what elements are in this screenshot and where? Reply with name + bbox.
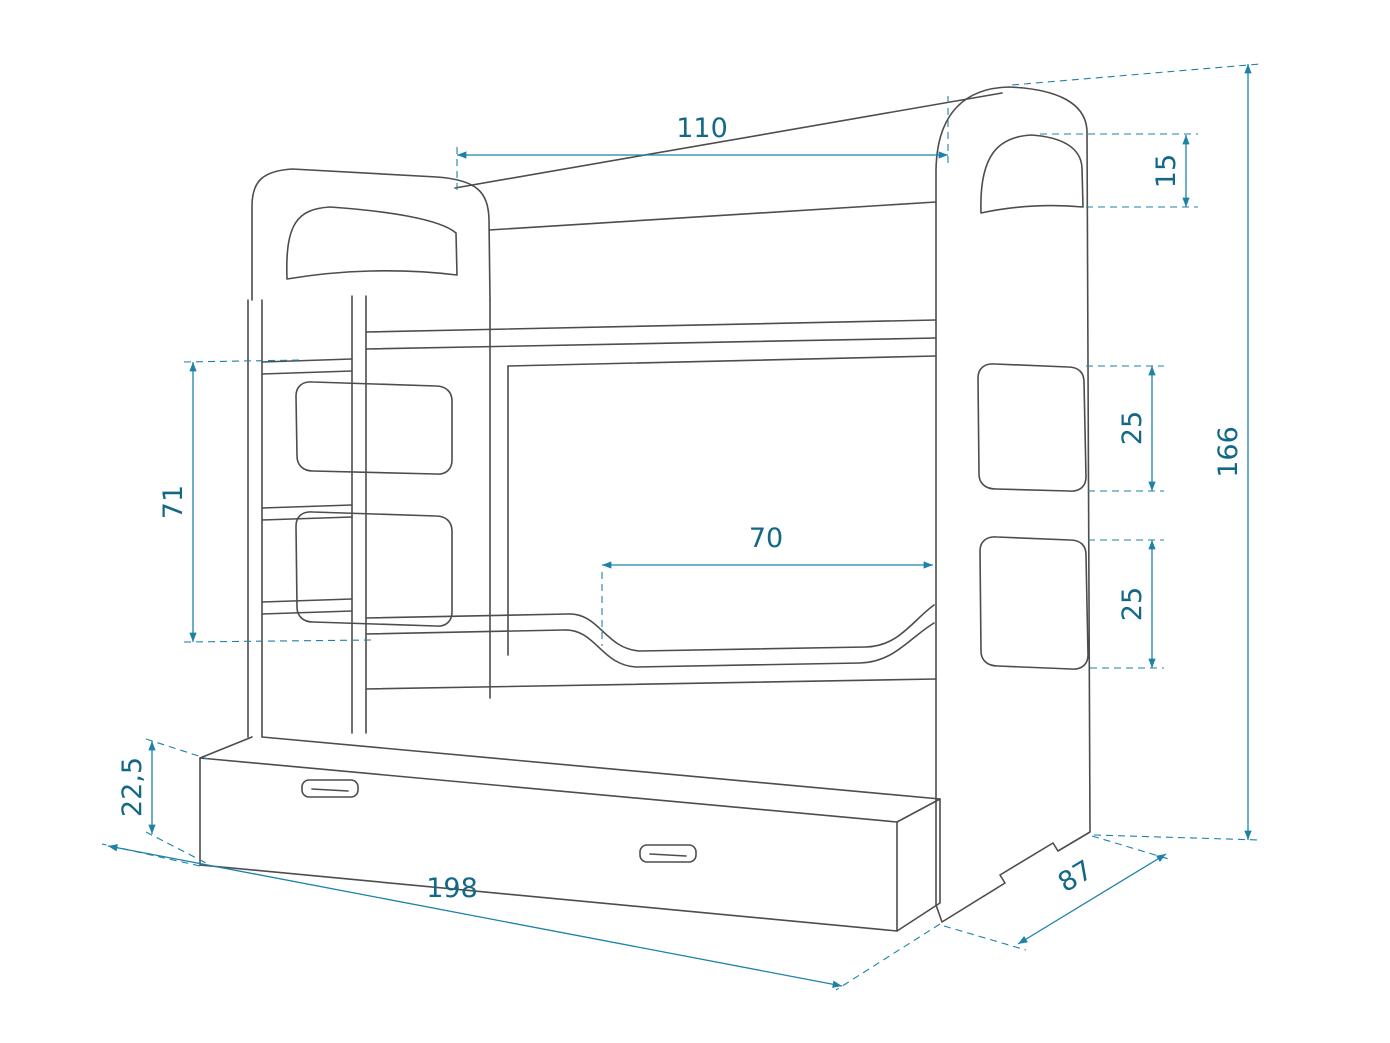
lower-base-line xyxy=(365,678,937,690)
upper-back-rail-top xyxy=(454,92,1003,189)
lower-front-rail-top xyxy=(365,604,935,652)
dim-total-depth-line xyxy=(1017,853,1167,945)
dim-ladder-height-ext-bottom xyxy=(183,639,373,643)
drawer-right-face xyxy=(896,798,941,932)
lower-bunk xyxy=(261,604,941,800)
bed-bottom-frame xyxy=(261,736,941,800)
headboard xyxy=(251,168,491,301)
dim-entry-opening: 70 xyxy=(601,523,933,646)
dim-total-height-label: 166 xyxy=(1213,426,1244,478)
dim-ladder-height-ext-top xyxy=(183,359,303,363)
drawer-top-left-edge xyxy=(199,736,253,759)
right-panel-outline xyxy=(935,86,1091,923)
ladder-rung-3 xyxy=(261,598,353,615)
dim-side-cutout-lower: 25 xyxy=(1088,539,1164,669)
dimensions: 110 15 166 25 25 xyxy=(101,63,1261,991)
upper-bunk xyxy=(365,92,1003,656)
headboard-outline xyxy=(251,168,491,301)
dim-headboard-cutout-label: 15 xyxy=(1151,154,1182,188)
dim-top-length: 110 xyxy=(456,96,949,190)
drawer-handle-left-slot xyxy=(311,788,349,792)
dim-total-length-ext-right xyxy=(835,923,941,991)
dim-total-length-line xyxy=(107,844,843,988)
dim-total-depth-ext-right xyxy=(1091,835,1173,861)
dim-total-height: 166 xyxy=(1011,63,1261,841)
dim-drawer-height-label: 22,5 xyxy=(117,757,148,817)
dim-drawer-height: 22,5 xyxy=(117,738,209,864)
dim-total-height-ext-bottom xyxy=(1093,834,1261,841)
dim-ladder-height-label: 71 xyxy=(158,485,189,519)
dim-total-depth-ext-left xyxy=(943,925,1027,951)
upper-frame-line-1 xyxy=(365,319,937,333)
drawer-handle-left xyxy=(301,779,359,798)
lower-back-rail-top xyxy=(507,355,937,367)
dim-total-length: 198 xyxy=(101,843,941,991)
left-panel-upper-cutout xyxy=(295,381,453,475)
right-end-panel xyxy=(935,86,1091,923)
dim-total-length-label: 198 xyxy=(426,873,478,904)
upper-front-rail-top xyxy=(488,201,937,231)
dim-drawer-height-ext-top xyxy=(145,738,209,760)
dim-side-cutout-upper-label: 25 xyxy=(1117,411,1148,445)
ladder-rung-2 xyxy=(261,504,353,521)
dim-total-height-ext-top xyxy=(1011,63,1261,86)
right-panel-top-cutout xyxy=(980,134,1084,214)
ladder-rung-1 xyxy=(261,358,353,375)
drawer-handle-left-plate xyxy=(301,779,359,798)
ladder xyxy=(247,295,367,738)
dim-headboard-cutout: 15 xyxy=(1040,133,1198,208)
bed-structure xyxy=(199,86,1091,932)
lower-front-rail-bottom xyxy=(365,622,935,668)
right-panel-lower-cutout xyxy=(979,536,1089,670)
left-panel-lower-cutout xyxy=(295,511,453,627)
dim-top-length-label: 110 xyxy=(676,113,728,144)
upper-frame-line-2 xyxy=(365,337,937,350)
dim-side-cutout-lower-label: 25 xyxy=(1117,587,1148,621)
right-panel-upper-cutout xyxy=(977,363,1087,492)
dim-ladder-height: 71 xyxy=(158,359,373,643)
dim-entry-opening-label: 70 xyxy=(749,523,783,554)
dim-side-cutout-upper: 25 xyxy=(1086,365,1164,492)
headboard-cutout xyxy=(286,206,458,280)
